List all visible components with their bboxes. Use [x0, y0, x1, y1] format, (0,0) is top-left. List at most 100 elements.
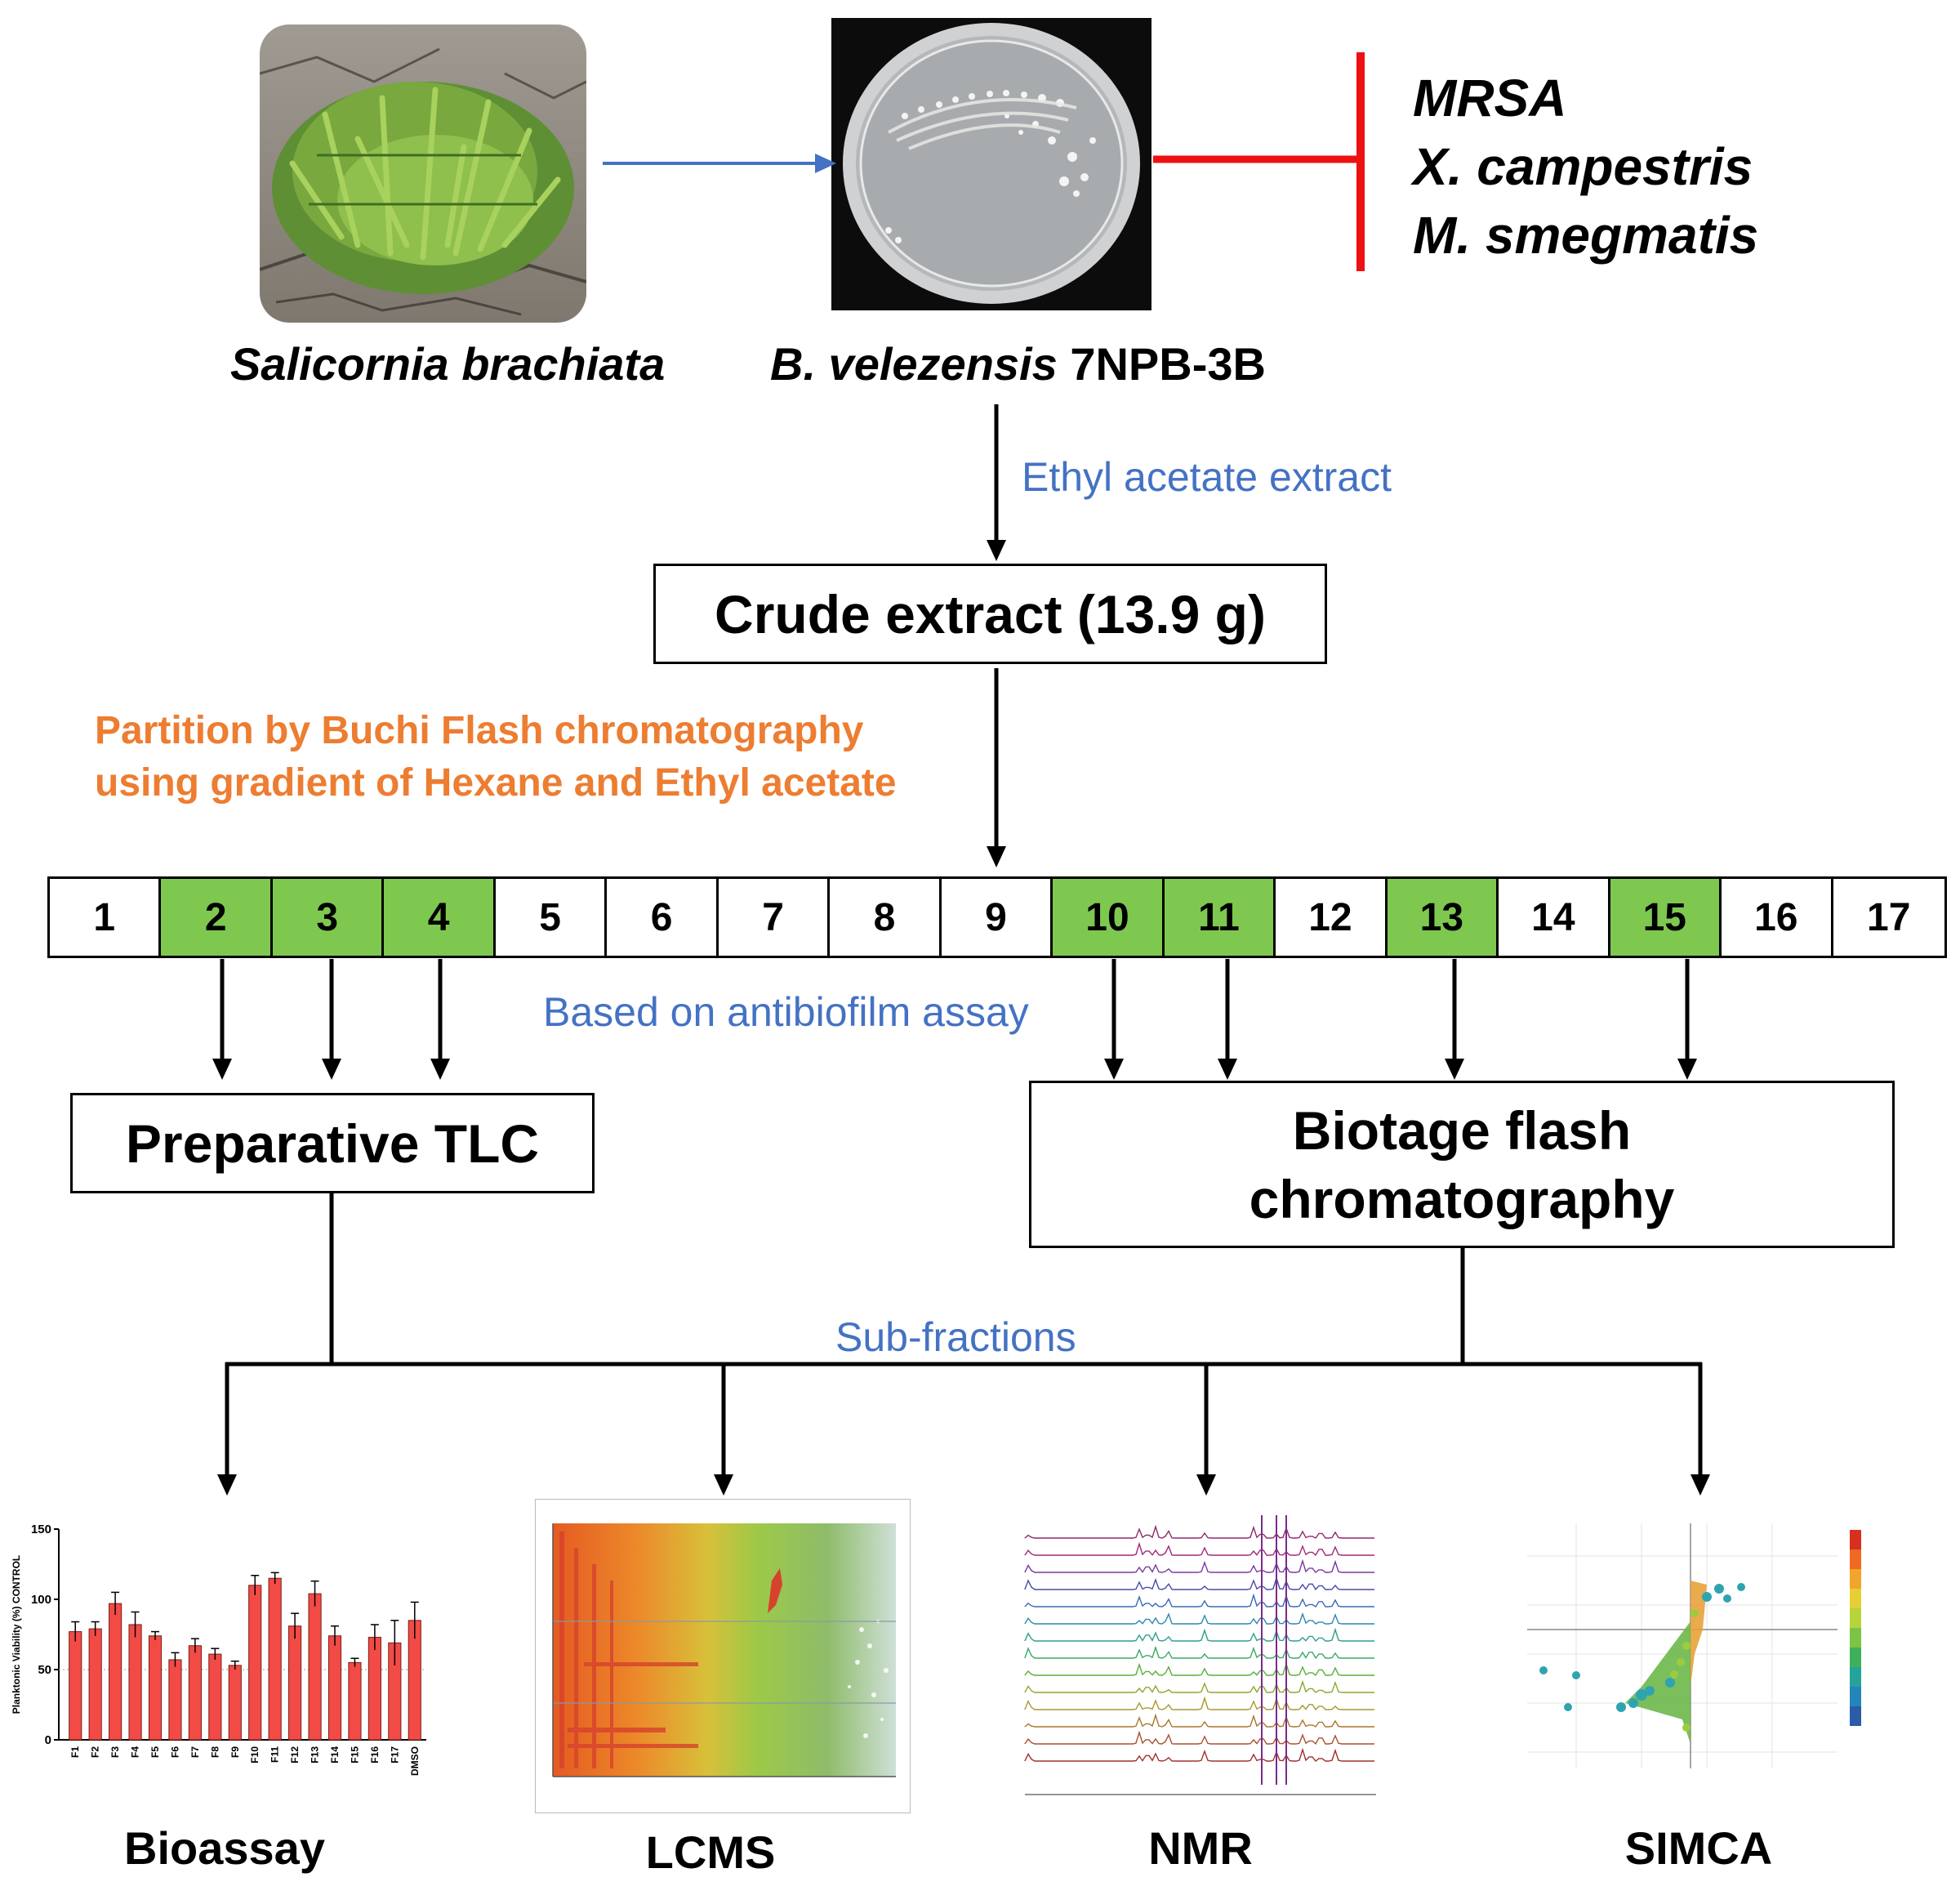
- bar-F8: [208, 1653, 222, 1741]
- target-x-campestris: X. campestris: [1413, 137, 1753, 196]
- colonization-arrow: [603, 154, 836, 173]
- lcms-heatmap: [535, 1499, 911, 1813]
- bacterium-species: B. velezensis: [770, 338, 1058, 390]
- bar-F14: [327, 1635, 342, 1741]
- nmr-spectrum-trace: [1024, 1645, 1374, 1660]
- x-tick-label: F13: [310, 1746, 321, 1764]
- preparative-tlc-box: Preparative TLC: [70, 1093, 595, 1193]
- bar-F16: [368, 1636, 381, 1741]
- plant-photo: [260, 25, 586, 323]
- fraction-cell-17: 17: [1833, 879, 1944, 956]
- lcms-title: LCMS: [645, 1826, 776, 1878]
- nmr-spectrum-trace: [1024, 1661, 1374, 1677]
- y-tick-label: 100: [31, 1593, 51, 1607]
- x-tick-label: F11: [270, 1746, 281, 1763]
- subfractions-label: Sub-fractions: [835, 1314, 1076, 1360]
- x-tick-label: F3: [109, 1746, 121, 1758]
- nmr-spectrum-trace: [1024, 1593, 1374, 1607]
- partition-label-line1: Partition by Buchi Flash chromatography: [95, 709, 864, 752]
- nmr-spectrum-trace: [1024, 1558, 1374, 1573]
- simca-title: SIMCA: [1624, 1822, 1773, 1874]
- target-mrsa: MRSA: [1413, 69, 1567, 127]
- x-tick-label: F9: [229, 1746, 241, 1758]
- nmr-spectrum-trace: [1024, 1627, 1374, 1643]
- fraction-cell-9: 9: [941, 879, 1054, 956]
- fraction-cell-2: 2: [161, 879, 273, 956]
- bar-F2: [88, 1628, 102, 1741]
- bar-F1: [69, 1631, 82, 1741]
- biotage-box: Biotage flash chromatography: [1029, 1081, 1895, 1248]
- partition-label: Partition by Buchi Flash chromatography …: [95, 705, 897, 809]
- x-tick-label: F16: [369, 1746, 381, 1764]
- nmr-spectrum-trace: [1024, 1612, 1374, 1625]
- subfraction-connectors: [217, 1193, 1710, 1496]
- bacterium-strain: 7NPB-3B: [1070, 338, 1266, 390]
- assay-label: Based on antibiofilm assay: [543, 989, 1029, 1035]
- bar-F4: [128, 1624, 142, 1741]
- extraction-label: Ethyl acetate extract: [1022, 454, 1392, 500]
- x-tick-label: F8: [209, 1746, 220, 1758]
- nmr-spectrum-trace: [1024, 1696, 1374, 1711]
- bar-F7: [188, 1645, 202, 1741]
- fraction-cell-13: 13: [1387, 879, 1499, 956]
- fraction-selection-arrows: [212, 959, 1697, 1080]
- bar-F15: [348, 1661, 362, 1741]
- bar-F3: [109, 1603, 122, 1741]
- petri-dish-photo: [831, 18, 1152, 310]
- fraction-cell-16: 16: [1722, 879, 1833, 956]
- crude-extract-box: Crude extract (13.9 g): [653, 564, 1327, 664]
- y-tick-label: 150: [31, 1523, 51, 1536]
- fraction-cell-14: 14: [1499, 879, 1610, 956]
- nmr-spectrum-trace: [1024, 1576, 1374, 1591]
- fraction-cell-8: 8: [830, 879, 942, 956]
- nmr-title: NMR: [1148, 1822, 1253, 1874]
- x-tick-label: F1: [69, 1746, 81, 1758]
- nmr-spectrum-trace: [1024, 1713, 1374, 1728]
- x-tick-label: F7: [189, 1746, 201, 1758]
- bar-F6: [168, 1659, 182, 1741]
- x-tick-label: F5: [149, 1746, 161, 1758]
- fraction-cell-4: 4: [384, 879, 496, 956]
- bar-F5: [148, 1635, 163, 1741]
- plant-name: Salicornia brachiata: [230, 338, 666, 390]
- x-tick-label: F2: [90, 1746, 101, 1758]
- fraction-cell-10: 10: [1053, 879, 1165, 956]
- bar-F12: [288, 1625, 302, 1741]
- x-tick-label: F6: [169, 1746, 180, 1758]
- y-tick-label: 50: [38, 1663, 51, 1677]
- preparative-tlc-label: Preparative TLC: [125, 1113, 540, 1174]
- y-tick-label: 0: [45, 1733, 51, 1747]
- inhibition-symbol: [1153, 52, 1365, 271]
- x-tick-label: F10: [249, 1746, 261, 1764]
- nmr-stacked-spectra: [1017, 1507, 1396, 1809]
- nmr-spectrum-trace: [1024, 1541, 1374, 1556]
- fraction-cell-15: 15: [1610, 879, 1722, 956]
- target-m-smegmatis: M. smegmatis: [1413, 206, 1759, 265]
- fraction-cell-7: 7: [718, 879, 831, 956]
- x-tick-label: F12: [289, 1746, 301, 1764]
- partition-label-line2: using gradient of Hexane and Ethyl aceta…: [95, 761, 897, 805]
- biotage-label-line1: Biotage flash: [1292, 1099, 1632, 1161]
- fraction-cell-5: 5: [495, 879, 608, 956]
- nmr-spectrum-trace: [1024, 1524, 1374, 1539]
- x-tick-label: F14: [329, 1746, 341, 1764]
- fraction-cell-3: 3: [272, 879, 385, 956]
- fraction-cell-6: 6: [607, 879, 719, 956]
- x-tick-label: DMSO: [409, 1746, 421, 1776]
- x-tick-label: F17: [389, 1746, 400, 1764]
- bar-F11: [268, 1577, 282, 1741]
- bar-F13: [308, 1593, 322, 1741]
- crude-extract-label: Crude extract (13.9 g): [715, 583, 1266, 644]
- nmr-spectrum-trace: [1024, 1730, 1374, 1745]
- simca-color-legend: [1850, 1530, 1861, 1726]
- y-axis-label: Planktonic Viability (%) CONTROL: [11, 1555, 22, 1714]
- simca-s-plot: [1519, 1507, 1886, 1809]
- bar-F9: [228, 1665, 242, 1741]
- arrow-to-crude-extract: [987, 404, 1006, 561]
- x-tick-label: F4: [130, 1746, 141, 1758]
- arrow-to-fractions: [987, 668, 1006, 867]
- x-tick-label: F15: [349, 1746, 360, 1764]
